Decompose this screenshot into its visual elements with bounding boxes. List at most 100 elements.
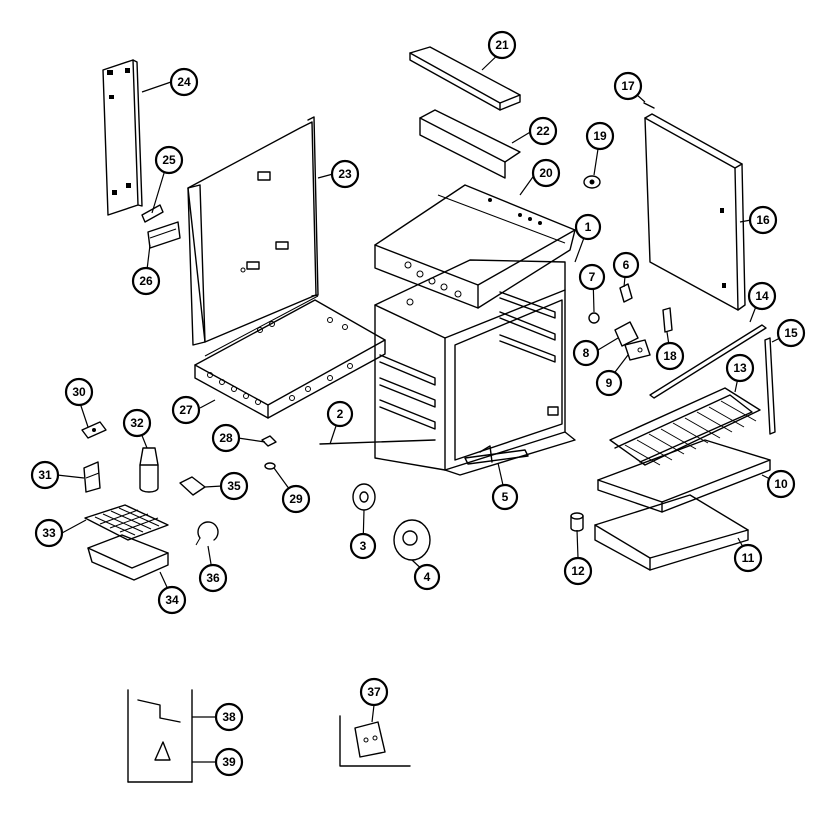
- oven-rack-part: [609, 387, 761, 466]
- callout-28: 28: [211, 423, 241, 453]
- callout-label: 26: [139, 274, 153, 288]
- callout-label: 38: [222, 710, 236, 724]
- callout-25: 25: [154, 145, 184, 175]
- callout-5: 5: [491, 483, 519, 511]
- spring-clip-part: [195, 521, 219, 546]
- callout-label: 30: [72, 385, 86, 399]
- callout-38: 38: [214, 702, 244, 732]
- base-pan-part: [194, 295, 386, 419]
- side-panel-part: [187, 116, 319, 346]
- callout-22: 22: [528, 116, 558, 146]
- callout-9: 9: [595, 369, 623, 397]
- callout-23: 23: [330, 159, 360, 189]
- callout-16: 16: [748, 205, 778, 235]
- callout-4: 4: [413, 563, 441, 591]
- broiler-pan-part: [597, 439, 771, 513]
- callout-8: 8: [572, 339, 600, 367]
- callout-label: 13: [733, 361, 747, 375]
- front-trim-part: [649, 324, 767, 399]
- cap-part: [179, 476, 206, 496]
- callout-label: 20: [539, 166, 553, 180]
- callout-label: 19: [593, 129, 607, 143]
- callout-39: 39: [214, 747, 244, 777]
- callout-label: 27: [179, 403, 193, 417]
- callout-10: 10: [766, 469, 796, 499]
- callout-6: 6: [612, 251, 640, 279]
- callout-24: 24: [169, 67, 199, 97]
- callout-27: 27: [171, 395, 201, 425]
- callout-36: 36: [198, 563, 228, 593]
- callout-label: 5: [502, 490, 509, 504]
- rear-side-panel-part: [102, 59, 143, 216]
- hinge-part: [464, 445, 529, 465]
- broiler-drip-pan-part: [87, 534, 169, 581]
- bezel-part: [393, 519, 431, 561]
- callout-18: 18: [655, 341, 685, 371]
- side-trim-part: [764, 337, 776, 435]
- callout-label: 1: [585, 220, 592, 234]
- callout-label: 16: [756, 213, 770, 227]
- callout-21: 21: [487, 30, 517, 60]
- callout-35: 35: [219, 471, 249, 501]
- front-knob-part: [352, 483, 376, 511]
- callout-label: 14: [755, 289, 769, 303]
- callout-label: 23: [338, 167, 352, 181]
- callout-label: 15: [784, 326, 798, 340]
- callout-label: 32: [130, 416, 144, 430]
- callout-19: 19: [585, 121, 615, 151]
- callout-label: 9: [606, 376, 613, 390]
- right-side-panel-part: [644, 113, 746, 311]
- drawer-part: [594, 494, 749, 571]
- callout-label: 6: [623, 258, 630, 272]
- inset-left: [127, 689, 193, 783]
- callout-label: 2: [337, 407, 344, 421]
- callout-33: 33: [34, 518, 64, 548]
- callout-17: 17: [613, 71, 643, 101]
- holder-part: [83, 461, 101, 493]
- callout-label: 25: [162, 153, 176, 167]
- callout-3: 3: [349, 532, 377, 560]
- inset-right: [339, 715, 411, 767]
- callout-15: 15: [776, 318, 806, 348]
- callout-label: 7: [589, 270, 596, 284]
- callout-1: 1: [574, 213, 602, 241]
- callout-label: 22: [536, 124, 550, 138]
- callout-label: 18: [663, 349, 677, 363]
- callout-30: 30: [64, 377, 94, 407]
- callout-label: 34: [165, 593, 179, 607]
- oven-body-part: [374, 259, 576, 476]
- rod-part: [319, 439, 436, 445]
- callout-label: 39: [222, 755, 236, 769]
- callout-20: 20: [531, 158, 561, 188]
- rear-bracket-part: [419, 109, 521, 179]
- igniter-part: [139, 447, 159, 493]
- callout-label: 11: [742, 551, 755, 565]
- clip-part: [81, 421, 107, 439]
- callout-label: 28: [219, 431, 233, 445]
- callout-label: 10: [774, 477, 788, 491]
- callout-37: 37: [359, 677, 389, 707]
- callout-label: 36: [206, 571, 220, 585]
- callout-14: 14: [747, 281, 777, 311]
- callout-label: 31: [38, 468, 52, 482]
- callout-label: 12: [571, 564, 585, 578]
- callout-label: 33: [42, 526, 56, 540]
- fastener-parts: [261, 435, 277, 470]
- foot-part: [570, 512, 584, 532]
- callout-7: 7: [578, 263, 606, 291]
- callout-label: 3: [360, 539, 367, 553]
- callout-label: 29: [289, 492, 303, 506]
- callout-34: 34: [157, 585, 187, 615]
- callout-label: 21: [495, 38, 509, 52]
- broiler-grid-part: [84, 504, 169, 541]
- callout-label: 8: [583, 346, 590, 360]
- callout-label: 37: [367, 685, 381, 699]
- bracket-part: [141, 204, 181, 249]
- knob-part: [583, 175, 601, 189]
- burner-box-part: [374, 184, 576, 309]
- callout-label: 24: [177, 75, 191, 89]
- callout-31: 31: [30, 460, 60, 490]
- callout-label: 35: [227, 479, 241, 493]
- top-cover-part: [409, 46, 521, 111]
